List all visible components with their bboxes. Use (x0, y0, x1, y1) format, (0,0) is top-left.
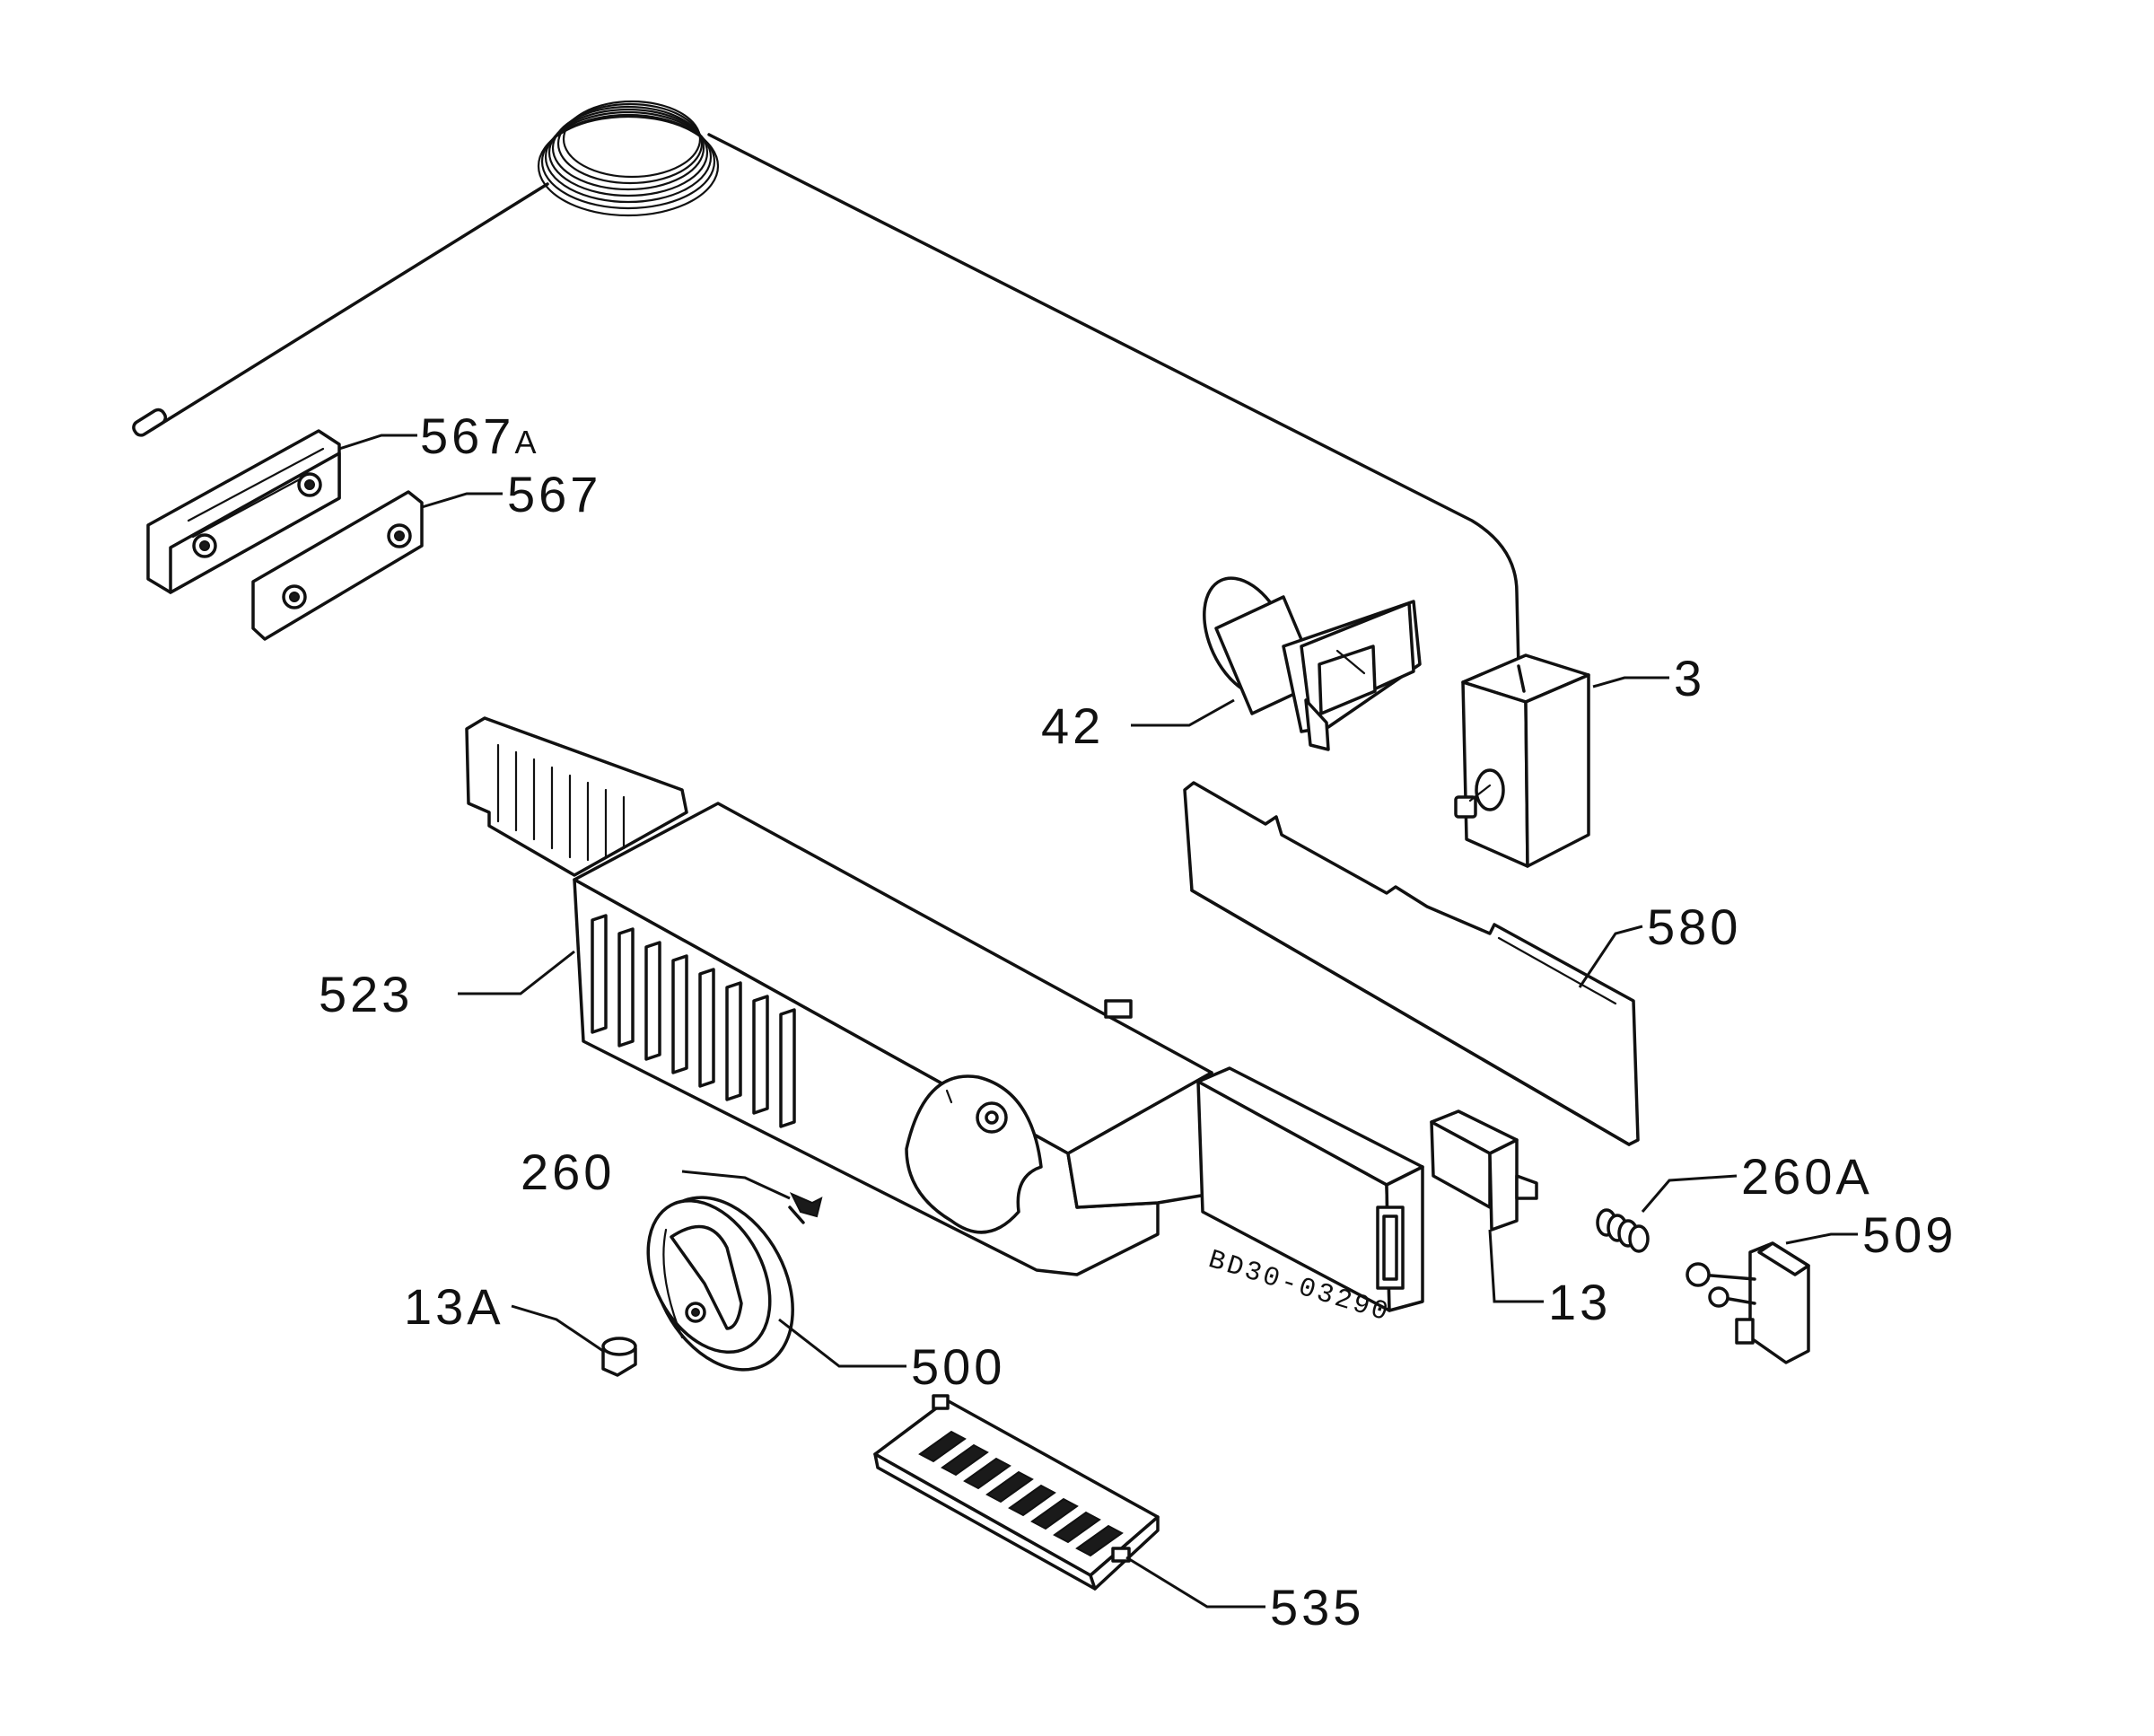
housing-fins (591, 914, 796, 1128)
knob-500 (646, 1196, 794, 1372)
leader-lines (338, 434, 1858, 1609)
spring-260a (1596, 1208, 1650, 1253)
label-13a: 13A (404, 1278, 504, 1335)
label-42: 42 (1041, 697, 1104, 754)
grille-535 (873, 1394, 1160, 1591)
thermostat-3 (1454, 653, 1590, 868)
label-500: 500 (911, 1338, 1005, 1395)
label-509: 509 (1862, 1206, 1957, 1263)
label-260: 260 (521, 1144, 615, 1200)
housing-523 (465, 716, 1213, 1276)
clamp-plate-567 (251, 490, 424, 641)
label-13: 13 (1548, 1274, 1611, 1330)
switch-box: BD30-03290 (1196, 1066, 1424, 1329)
label-567: 567 (507, 466, 601, 522)
cover-plate-580 (1183, 781, 1640, 1146)
switch-13 (1430, 1109, 1538, 1232)
label-567a: 567A (420, 408, 539, 464)
label-3: 3 (1674, 650, 1705, 706)
screw-260 (788, 1191, 823, 1224)
capillary-tube (132, 100, 1520, 671)
label-580: 580 (1647, 899, 1741, 955)
clamp-bracket-567a (146, 429, 341, 594)
part-labels: 567A 567 42 3 580 523 260 260A 509 13 13… (319, 408, 1957, 1635)
label-535: 535 (1270, 1579, 1364, 1635)
cap-13a (601, 1337, 637, 1377)
label-523: 523 (319, 966, 413, 1022)
button-509 (1686, 1241, 1810, 1364)
lamp-holder-42 (1203, 576, 1422, 751)
label-260a: 260A (1741, 1148, 1873, 1205)
